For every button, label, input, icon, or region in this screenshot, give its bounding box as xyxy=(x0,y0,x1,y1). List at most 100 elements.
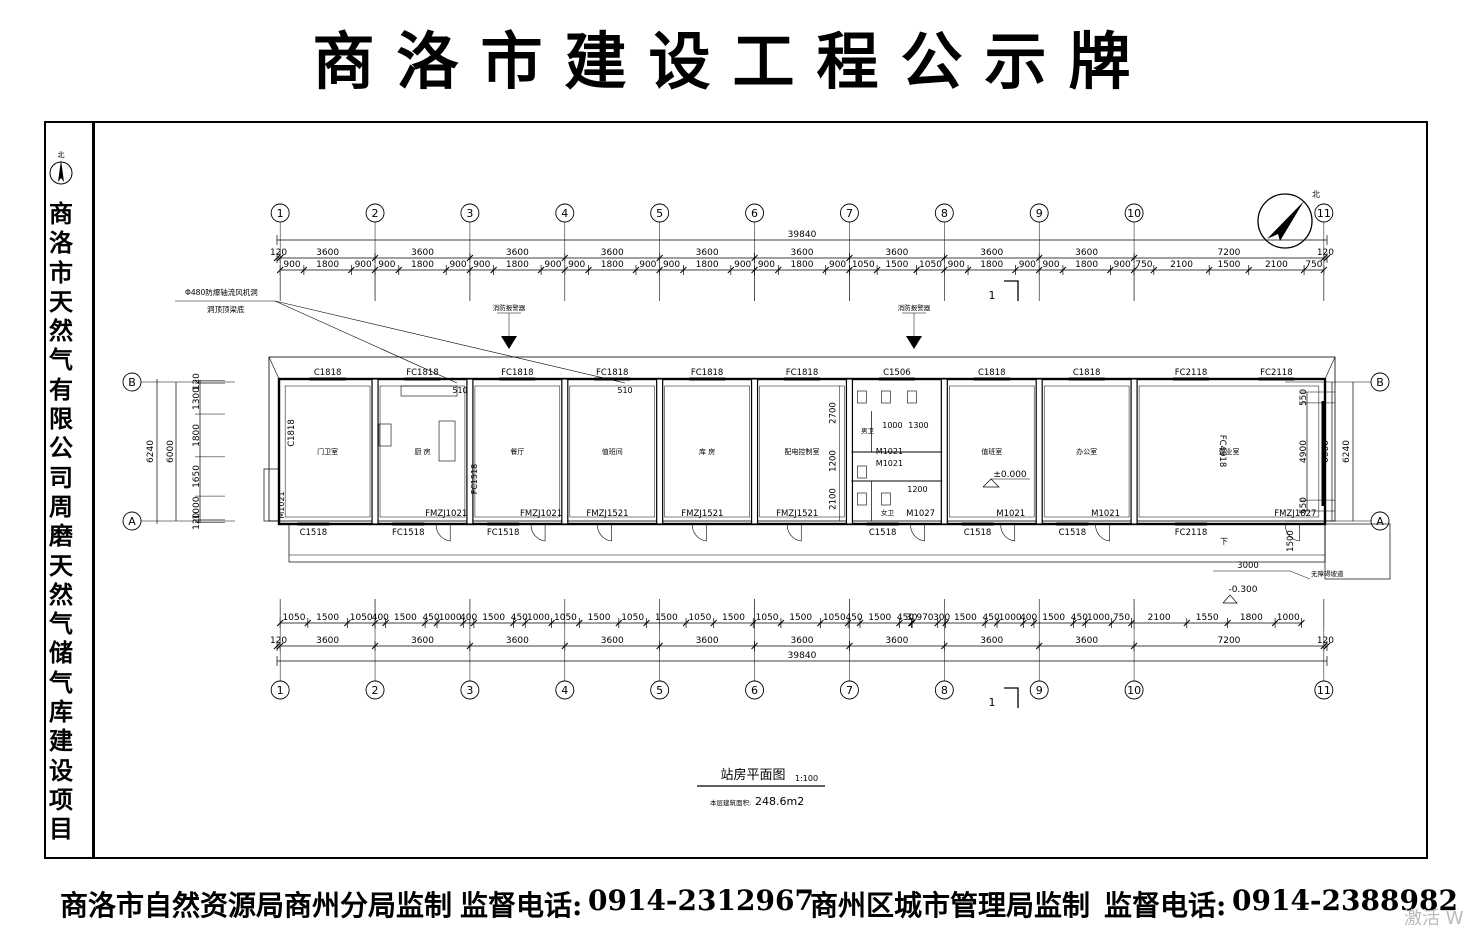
elevation-label: -0.300 xyxy=(1228,585,1257,595)
side-dim-text: 4900 xyxy=(1299,440,1309,463)
bottom-detail-tick xyxy=(615,619,623,627)
roof-outline xyxy=(268,356,1336,522)
top-detail-text: 1050 xyxy=(852,260,875,270)
partition-wall xyxy=(750,378,759,525)
door-swing xyxy=(910,523,925,542)
door-swing xyxy=(1095,523,1110,542)
axis-number: 2 xyxy=(372,207,379,220)
axis-number: 11 xyxy=(1317,207,1331,220)
building-walls xyxy=(263,356,1391,580)
bottom-detail-text: 450 xyxy=(422,613,439,623)
compass-icon xyxy=(1257,193,1313,249)
bottom-detail-tick xyxy=(521,619,529,627)
top-detail-tick xyxy=(1205,266,1213,274)
bottom-detail-tick xyxy=(382,619,389,627)
sidebar-panel xyxy=(44,121,95,859)
bottom-detail-tick xyxy=(1020,619,1027,627)
kitchen-counter xyxy=(438,420,456,462)
room-outline xyxy=(569,385,655,518)
bottom-detail-tick xyxy=(993,619,1001,627)
bottom-bay-tick xyxy=(1323,642,1331,650)
top-detail-tick xyxy=(774,266,782,274)
toilet-fixture xyxy=(857,465,867,479)
bottom-detail-tick xyxy=(459,619,467,627)
toilet-fixture xyxy=(881,390,891,404)
bottom-detail-text: 450 xyxy=(983,613,1000,623)
top-detail-text: 1500 xyxy=(885,260,908,270)
top-detail-tick xyxy=(1150,266,1158,274)
top-detail-tick xyxy=(873,266,881,274)
top-detail-tick xyxy=(1245,266,1253,274)
bottom-detail-tick xyxy=(548,619,555,627)
door-swing xyxy=(597,523,612,542)
axis-letter: A xyxy=(1376,515,1384,528)
ramp-label: 无障碍坡道 xyxy=(1311,569,1344,578)
axis-letter: B xyxy=(1376,376,1384,389)
bottom-detail-text: 1000 xyxy=(1087,613,1110,623)
top-detail-text: 900 xyxy=(734,260,751,270)
top-bay-tick xyxy=(371,254,379,262)
top-bay-tick xyxy=(656,254,664,262)
top-bay-tick xyxy=(561,254,569,262)
axis-number: 5 xyxy=(656,684,663,697)
top-detail-text: 900 xyxy=(663,260,680,270)
bottom-bay-text: 120 xyxy=(270,636,287,646)
kitchen-counter xyxy=(400,385,458,397)
partition-wall xyxy=(1035,378,1043,525)
window-label-bottom: C1518 xyxy=(300,528,328,538)
front-corridor xyxy=(288,523,1326,563)
watermark-text: 激活 W xyxy=(1404,908,1464,929)
bottom-detail-text: 400 xyxy=(372,613,389,623)
bottom-bay-text: 3600 xyxy=(316,636,339,646)
bottom-detail-tick xyxy=(643,619,650,627)
fire-label: 消防报警器 xyxy=(898,303,931,312)
bottom-bay-tick xyxy=(1035,642,1043,650)
ramp-dim: 3000 xyxy=(1237,561,1259,571)
bottom-detail-text: 1000 xyxy=(1277,613,1300,623)
top-bay-text: 7200 xyxy=(1218,248,1241,258)
top-detail-tick xyxy=(1107,266,1114,274)
room-label: 库 房 xyxy=(699,447,715,456)
bottom-bay-tick xyxy=(561,642,569,650)
axis-number: 10 xyxy=(1127,684,1141,697)
room-outline xyxy=(1138,385,1320,518)
leader-line xyxy=(274,300,458,384)
window-label-top: C1818 xyxy=(978,368,1006,378)
side-dim-text: 1800 xyxy=(192,424,202,447)
toilet-fixture xyxy=(857,390,867,404)
elevation-label: ±0.000 xyxy=(993,470,1027,480)
axis-number: 1 xyxy=(277,207,284,220)
window-label-bottom: FC1518 xyxy=(392,528,424,538)
window-label-top: FC1818 xyxy=(786,368,818,378)
side-dim-text: 1300 xyxy=(192,387,202,410)
bottom-detail-tick xyxy=(1298,619,1305,627)
window-label-top: FC1818 xyxy=(406,368,438,378)
top-detail-text: 1800 xyxy=(1075,260,1098,270)
bottom-bay-tick xyxy=(1320,642,1328,650)
vent-label: 510 xyxy=(452,386,467,395)
room-outline xyxy=(284,385,371,518)
window-label-bottom: C1518 xyxy=(869,528,897,538)
bottom-detail-tick xyxy=(1183,619,1191,627)
bottom-detail-tick xyxy=(777,619,785,627)
top-bay-tick xyxy=(846,254,853,262)
top-detail-text: 1800 xyxy=(316,260,339,270)
right-phone: 0914-2388982 xyxy=(1232,884,1458,917)
top-detail-tick xyxy=(300,266,308,274)
right-supervisor: 商州区城市管理局监制 xyxy=(810,889,1091,922)
bottom-bay-text: 3600 xyxy=(411,636,434,646)
top-detail-text: 1800 xyxy=(411,260,434,270)
door-swing xyxy=(692,523,707,542)
bottom-detail-text: 1500 xyxy=(482,613,505,623)
top-detail-text: 1800 xyxy=(506,260,529,270)
area-label: 本层建筑面积: xyxy=(710,798,751,807)
top-detail-text: 900 xyxy=(1114,260,1131,270)
bottom-detail-tick xyxy=(575,619,583,627)
side-dim-text: 1000 xyxy=(192,496,202,519)
door-label: FMZJ1021 xyxy=(425,509,467,519)
toilet-dim: 1200 xyxy=(907,485,927,494)
door-label: FMZJ1521 xyxy=(681,509,723,519)
top-detail-text: 1800 xyxy=(791,260,814,270)
